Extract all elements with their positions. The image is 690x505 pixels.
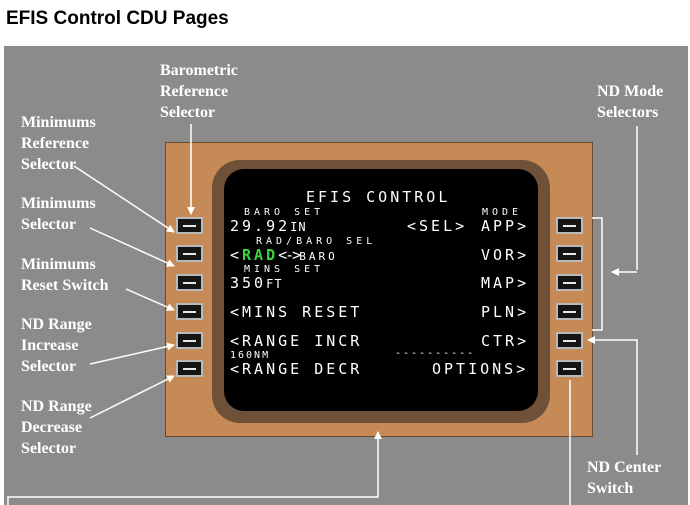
mins-reset-option: <MINS RESET [230,303,363,321]
baro-value: 29.92IN [230,217,307,235]
page-title: EFIS Control CDU Pages [6,8,229,29]
mode-ctr-option: CTR> [481,332,530,350]
lsk-right-5[interactable] [556,332,583,349]
options-prompt: OPTIONS> [432,360,529,378]
range-incr-option: <RANGE INCR [230,332,363,350]
mode-vor-option: VOR> [481,246,530,264]
nd-range-increase-label: ND Range Increase Selector [21,316,92,375]
mode-label: MODE [482,207,523,218]
lsk-left-5[interactable] [176,332,203,349]
baro-set-label: BARO SET [244,207,325,218]
lsk-right-4[interactable] [556,303,583,320]
mode-map-option: MAP> [481,274,530,292]
mode-pln-option: PLN> [481,303,530,321]
rad-active-value: RAD [242,246,279,264]
nd-mode-selectors-label: ND Mode Selectors [597,83,664,121]
mins-ref-selector-label: Minimums Reference Selector [21,114,96,173]
lsk-left-3[interactable] [176,274,203,291]
lsk-left-6[interactable] [176,360,203,377]
baro-ref-selector-label: Barometric Reference Selector [160,62,238,121]
lsk-left-4[interactable] [176,303,203,320]
rad-baro-sel-label: RAD/BARO SEL [256,236,377,247]
options-divider: ---------- [395,348,476,359]
rad-baro-selector-row: <RAD<->BARO [230,246,338,264]
mode-app-option: APP> [481,217,530,235]
lsk-right-1[interactable] [556,217,583,234]
mins-reset-switch-label: Minimums Reset Switch [21,256,109,294]
lsk-left-1[interactable] [176,217,203,234]
lsk-right-3[interactable] [556,274,583,291]
nd-range-decrease-label: ND Range Decrease Selector [21,398,92,457]
mins-selector-label: Minimums Selector [21,195,96,233]
lsk-right-2[interactable] [556,245,583,262]
range-decr-option: <RANGE DECR [230,360,363,378]
nd-center-switch-label: ND Center Switch [587,459,662,497]
range-value: 160NM [230,350,271,361]
screen-title: EFIS CONTROL [306,188,451,206]
lsk-right-6[interactable] [556,360,583,377]
mins-value: 350FT [230,274,283,292]
cdu-display [224,169,538,411]
lsk-left-2[interactable] [176,245,203,262]
mins-set-label: MINS SET [244,264,325,275]
sel-prompt: <SEL> [407,217,468,235]
